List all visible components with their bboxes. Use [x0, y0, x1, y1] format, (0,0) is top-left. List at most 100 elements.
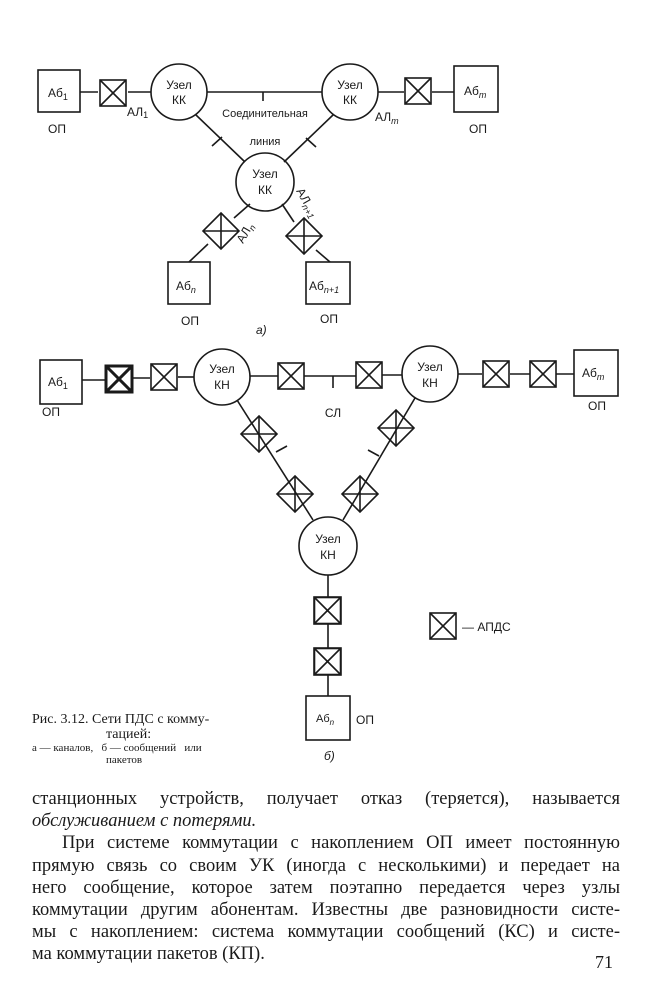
subscriber-label: Аб — [582, 366, 597, 380]
svg-text:Аб1: Аб1 — [48, 375, 68, 391]
subscript: m — [597, 372, 605, 382]
switch-node-left — [193, 348, 251, 406]
packet-adapter-icon — [104, 364, 134, 394]
paragraph-line: него сообщение, которое затем поэтапно п… — [32, 877, 620, 898]
node-label: КК — [258, 183, 272, 197]
svg-text:АЛm: АЛm — [375, 110, 399, 126]
node-label: КН — [422, 376, 438, 390]
legend-adapter-icon — [429, 612, 457, 640]
caption-title-cont: тацией: — [106, 727, 152, 742]
subscriber-label: Аб — [309, 279, 324, 293]
subscript: m — [479, 90, 487, 100]
subscript: n — [191, 285, 196, 295]
paragraph-line: ма коммутации пакетов (КП). — [32, 944, 265, 965]
packet-adapter-icon — [240, 415, 278, 453]
node-label: КК — [172, 93, 186, 107]
svg-text:Абn+1: Абn+1 — [309, 279, 339, 295]
subscript: n — [330, 718, 335, 727]
caption-title: Рис. 3.12. Сети ПДС с комму- — [32, 712, 210, 727]
figure-letter: а) — [256, 323, 267, 337]
diagram-a — [37, 63, 499, 305]
legend-label: — АПДС — [462, 620, 511, 634]
diagram-b — [39, 345, 619, 741]
subscriber-label: Аб — [48, 375, 63, 389]
terminal-label: ОП — [469, 122, 487, 136]
node-label: Узел — [315, 532, 341, 546]
line-label: АЛ — [127, 105, 143, 119]
terminal-label: ОП — [42, 405, 60, 419]
line-label: АЛ — [233, 225, 253, 246]
line-adapter-icon — [285, 217, 323, 255]
packet-adapter-icon — [277, 362, 305, 390]
caption-subtitle: а — каналов, б — сообщений или — [32, 742, 202, 754]
svg-text:АЛ1: АЛ1 — [127, 105, 148, 120]
subscriber-box-m — [573, 349, 619, 397]
line-adapter-icon — [99, 79, 127, 107]
subscript: 1 — [63, 381, 68, 391]
packet-adapter-icon — [377, 409, 415, 447]
subscriber-box-1 — [39, 359, 83, 405]
paragraph-line: станционных устройств, получает отказ (т… — [32, 789, 620, 809]
svg-text:Абm: Абm — [464, 84, 487, 100]
svg-text:Абn: Абn — [316, 713, 335, 727]
node-label: КН — [214, 378, 230, 392]
line-adapter-icon — [202, 212, 240, 250]
terminal-label: ОП — [356, 713, 374, 727]
paragraph-line: При системе коммутации с накоплением ОП … — [62, 833, 620, 854]
terminal-label: ОП — [48, 122, 66, 136]
packet-adapter-icon — [355, 361, 383, 389]
svg-text:Аб1: Аб1 — [48, 86, 68, 102]
subscriber-box-n1 — [305, 261, 351, 305]
packet-adapter-icon — [529, 360, 557, 388]
line-adapter-icon — [404, 77, 432, 105]
subscriber-label: Аб — [176, 279, 191, 293]
packet-adapter-icon — [276, 475, 314, 513]
terminal-label: ОП — [181, 314, 199, 328]
subscript: n+1 — [300, 202, 316, 220]
diagram-a-labels: Узел КК Узел КК Узел КК Аб1 Абm Абn Абn+… — [48, 78, 487, 337]
line-label: АЛ — [375, 110, 391, 124]
page-number: 71 — [595, 952, 613, 972]
node-label: КК — [343, 93, 357, 107]
subscript: n — [247, 223, 258, 232]
svg-text:АЛn: АЛn — [233, 220, 257, 246]
node-label: Узел — [252, 167, 278, 181]
subscript: 1 — [143, 110, 148, 120]
subscriber-box-m — [453, 65, 499, 113]
subscriber-label: Аб — [316, 713, 330, 725]
body-text: станционных устройств, получает отказ (т… — [32, 788, 620, 966]
packet-adapter-icon — [150, 363, 178, 391]
node-label: КН — [320, 548, 336, 562]
subscriber-label: Аб — [48, 86, 63, 100]
node-label: Узел — [337, 78, 363, 92]
svg-text:Абm: Абm — [582, 366, 605, 382]
node-label: Узел — [166, 78, 192, 92]
node-label: Узел — [417, 360, 443, 374]
caption-subtitle-cont: пакетов — [106, 754, 143, 766]
subscript: 1 — [63, 92, 68, 102]
node-label: Узел — [209, 362, 235, 376]
svg-text:АЛn+1: АЛn+1 — [292, 186, 322, 221]
line-label: АЛ — [293, 186, 313, 207]
switch-node-left — [150, 63, 208, 121]
trunk-label: линия — [250, 136, 281, 148]
paragraph-line: мы с накоплением: система коммутации соо… — [32, 922, 620, 943]
diagram-b-labels: Узел КН Узел КН Узел КН Аб1 Абm Абn ОП О… — [42, 360, 606, 763]
figure-letter: б) — [324, 749, 335, 763]
switch-node-bottom — [298, 516, 358, 576]
figure-caption: Рис. 3.12. Сети ПДС с комму- тацией: а —… — [32, 712, 272, 766]
subscript: m — [391, 116, 399, 126]
switch-node-right — [401, 345, 459, 403]
subscriber-box-1 — [37, 69, 81, 113]
terminal-label: ОП — [588, 399, 606, 413]
subscript: n+1 — [324, 285, 339, 295]
paragraph-line: коммутации другим абонентам. Известны дв… — [32, 900, 620, 921]
subscriber-box-n — [167, 261, 211, 305]
svg-text:Абn: Абn — [176, 279, 196, 295]
subscriber-label: Аб — [464, 84, 479, 98]
switch-node-bottom — [235, 152, 295, 212]
switch-node-right — [321, 63, 379, 121]
paragraph-line: прямую связь со своим УК (иногда с неско… — [32, 855, 620, 876]
terminal-label: ОП — [320, 312, 338, 326]
trunk-label: Соединительная — [222, 108, 308, 120]
